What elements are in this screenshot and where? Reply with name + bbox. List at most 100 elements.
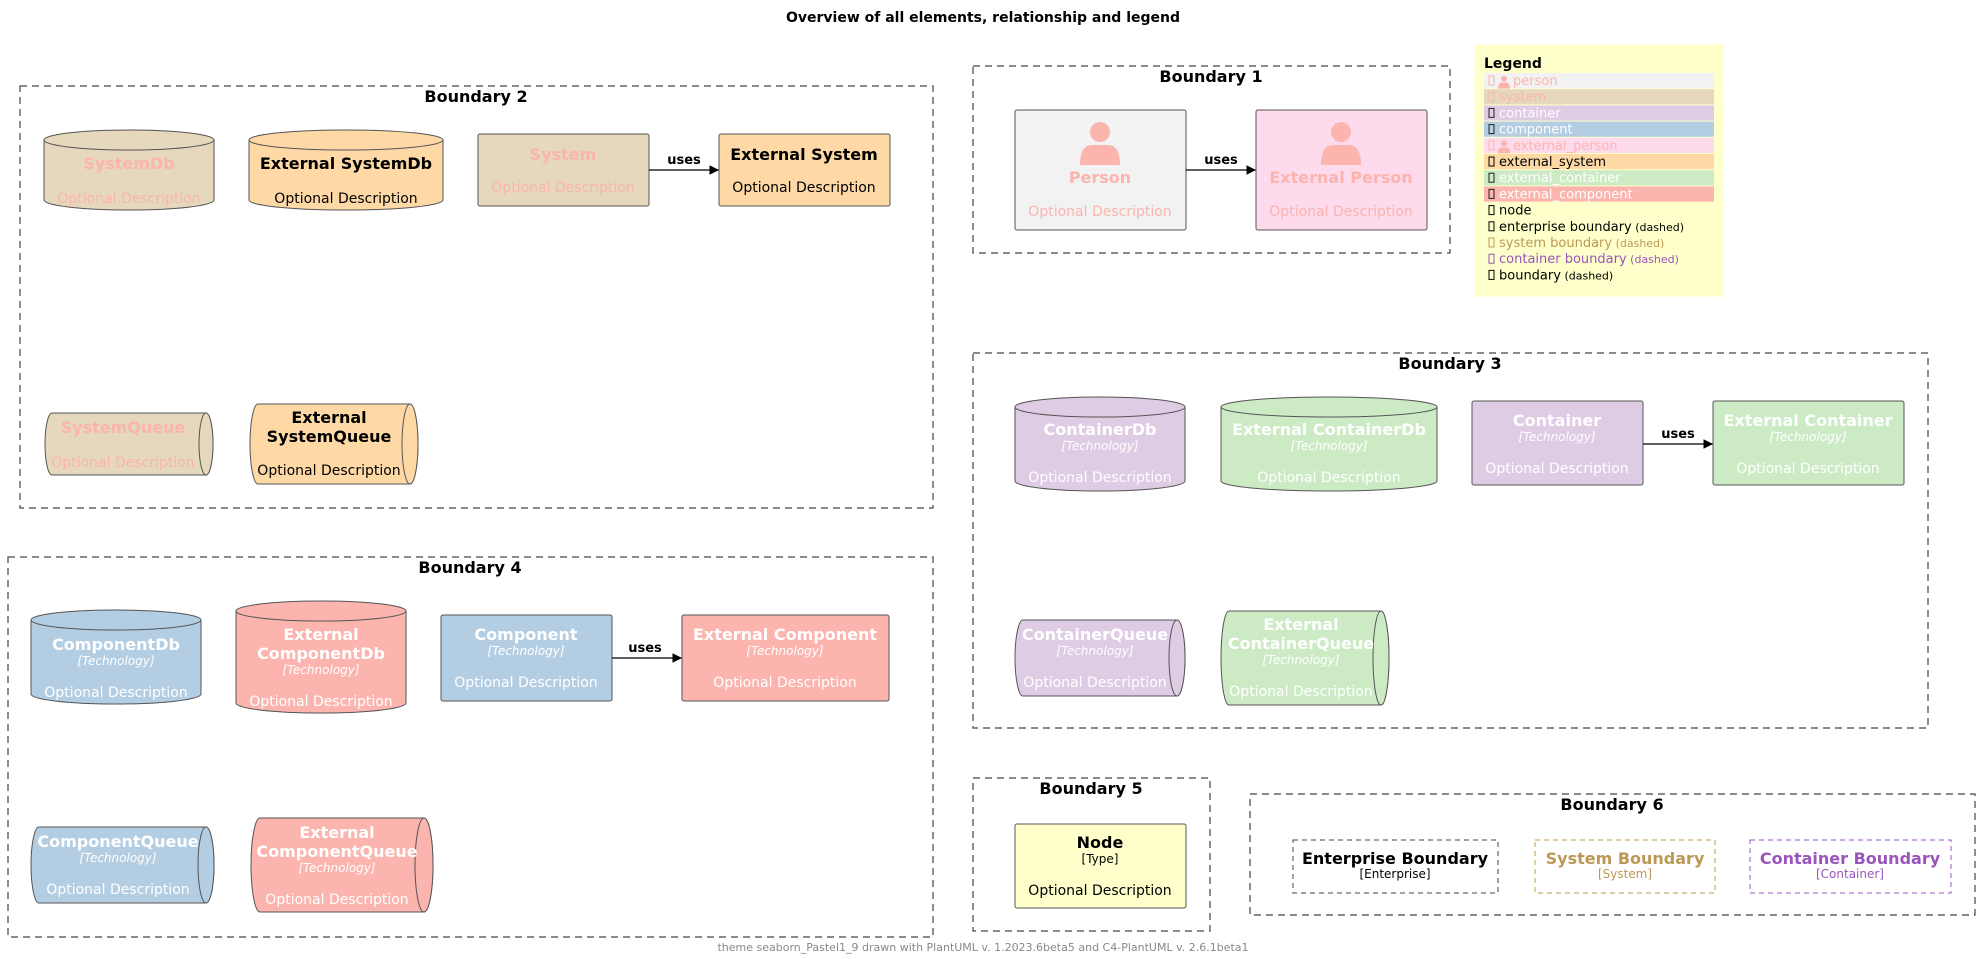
external-container-db-desc: Optional Description <box>1257 470 1400 486</box>
legend-swatch <box>1484 73 1714 89</box>
component-desc: Optional Description <box>454 675 597 691</box>
boundary-5: Boundary 5 Node [Type] Optional Descript… <box>972 777 1211 932</box>
legend-marker <box>1488 91 1495 102</box>
external-component-db-desc: Optional Description <box>249 694 392 710</box>
external-component-queue-title-2: ComponentQueue <box>256 842 417 861</box>
container-queue-title: ContainerQueue <box>1022 625 1168 644</box>
legend-item-label: system boundary (dashed) <box>1499 236 1664 251</box>
footer-credit: theme seaborn_Pastel1_9 drawn with Plant… <box>717 941 1248 954</box>
legend-item-label: person <box>1513 74 1558 89</box>
system-db-title: SystemDb <box>83 154 174 173</box>
external-component-db-title-1: External <box>283 625 358 644</box>
person-desc: Optional Description <box>1028 204 1171 220</box>
container-db-tech: [Technology] <box>1061 439 1138 453</box>
legend-items: personsystemcontainercomponentexternal_p… <box>1484 73 1714 283</box>
system-db-desc: Optional Description <box>57 191 200 207</box>
external-container-tech: [Technology] <box>1769 430 1846 444</box>
container-uses-label: uses <box>1661 427 1695 442</box>
external-system-desc: Optional Description <box>732 180 875 196</box>
external-container-queue-tech: [Technology] <box>1262 653 1339 667</box>
external-person-box: External Person Optional Description <box>1255 109 1428 231</box>
component-queue-tech: [Technology] <box>79 851 156 865</box>
legend-item: external_component <box>1484 186 1714 202</box>
container-queue-desc: Optional Description <box>1023 675 1166 691</box>
legend-item-suffix: (dashed) <box>1627 253 1679 266</box>
legend-marker <box>1488 221 1495 232</box>
container-queue-tech: [Technology] <box>1056 644 1133 658</box>
node-title: Node <box>1077 833 1124 852</box>
boundary-3: Boundary 3 ContainerDb [Technology] Opti… <box>972 352 1929 729</box>
person-icon <box>1498 140 1510 154</box>
component-db-title: ComponentDb <box>52 635 180 654</box>
node-desc: Optional Description <box>1028 883 1171 899</box>
external-component-title: External Component <box>693 625 877 644</box>
legend-marker <box>1488 140 1495 151</box>
external-component-db: External ComponentDb [Technology] Option… <box>235 600 407 714</box>
component-db-tech: [Technology] <box>77 654 154 668</box>
external-component-tech: [Technology] <box>746 644 823 658</box>
enterprise-boundary-tag: [Enterprise] <box>1359 867 1430 881</box>
external-component-queue-tech: [Technology] <box>298 861 375 875</box>
legend-item-label: system <box>1499 90 1546 105</box>
node-type: [Type] <box>1082 852 1119 866</box>
external-component-db-title-2: ComponentDb <box>257 644 385 663</box>
boundary-2: Boundary 2 SystemDb Optional Description… <box>19 85 934 509</box>
external-container-queue-title-1: External <box>1263 615 1338 634</box>
container-title: Container <box>1513 411 1601 430</box>
legend-item-label: component <box>1499 123 1573 138</box>
component-queue-desc: Optional Description <box>46 882 189 898</box>
legend-item-label: enterprise boundary (dashed) <box>1499 220 1684 235</box>
external-container-db-tech: [Technology] <box>1290 439 1367 453</box>
component-queue: ComponentQueue [Technology] Optional Des… <box>30 826 215 904</box>
container-db: ContainerDb [Technology] Optional Descri… <box>1014 396 1186 492</box>
diagram-title: Overview of all elements, relationship a… <box>786 10 1180 26</box>
component-queue-title: ComponentQueue <box>37 832 198 851</box>
external-container-queue: External ContainerQueue [Technology] Opt… <box>1220 610 1390 706</box>
legend-item: container boundary (dashed) <box>1488 252 1679 267</box>
legend-marker <box>1488 172 1495 183</box>
external-container-desc: Optional Description <box>1736 461 1879 477</box>
external-component-queue: External ComponentQueue [Technology] Opt… <box>250 817 434 913</box>
enterprise-boundary: Enterprise Boundary [Enterprise] <box>1292 839 1499 894</box>
external-system-queue: External SystemQueue Optional Descriptio… <box>249 403 419 485</box>
legend-marker <box>1488 205 1495 216</box>
external-system-queue-desc: Optional Description <box>257 463 400 479</box>
external-system-queue-title-2: SystemQueue <box>267 427 392 446</box>
boundary-2-label: Boundary 2 <box>424 87 527 106</box>
legend-swatch <box>1484 170 1714 186</box>
legend-item: system <box>1484 89 1714 105</box>
container-desc: Optional Description <box>1485 461 1628 477</box>
container-tech: [Technology] <box>1518 430 1595 444</box>
legend-item: boundary (dashed) <box>1488 268 1613 283</box>
legend-swatch <box>1484 137 1714 153</box>
person-icon <box>1498 75 1510 89</box>
boundary-4: Boundary 4 ComponentDb [Technology] Opti… <box>7 556 934 938</box>
external-person-desc: Optional Description <box>1269 204 1412 220</box>
system-title: System <box>530 145 597 164</box>
legend-item: person <box>1484 73 1714 89</box>
legend-item-suffix: (dashed) <box>1561 269 1613 282</box>
boundary-4-label: Boundary 4 <box>418 558 521 577</box>
boundary-1-label: Boundary 1 <box>1159 67 1262 86</box>
external-system-db-title: External SystemDb <box>260 154 432 173</box>
component-db-desc: Optional Description <box>44 685 187 701</box>
container-boundary-tag: [Container] <box>1816 867 1884 881</box>
external-system-box: External System Optional Description <box>718 133 891 207</box>
external-system-title: External System <box>730 145 878 164</box>
container-box: Container [Technology] Optional Descript… <box>1471 400 1644 486</box>
external-container-db-title: External ContainerDb <box>1232 420 1426 439</box>
legend-item: component <box>1484 121 1714 138</box>
external-system-db: External SystemDb Optional Description <box>248 129 444 211</box>
legend-item-label: container boundary (dashed) <box>1499 252 1679 267</box>
legend-item-label: external_system <box>1499 155 1606 170</box>
boundary-5-label: Boundary 5 <box>1039 779 1142 798</box>
external-component-queue-title-1: External <box>299 823 374 842</box>
boundary-6: Boundary 6 Enterprise Boundary [Enterpri… <box>1249 793 1976 916</box>
legend-item-label: boundary (dashed) <box>1499 268 1613 283</box>
legend-marker <box>1488 75 1495 86</box>
external-container-box: External Container [Technology] Optional… <box>1712 400 1905 486</box>
legend-marker <box>1488 237 1495 248</box>
legend-item-label: node <box>1499 204 1531 219</box>
legend-swatch <box>1484 105 1714 121</box>
external-component-desc: Optional Description <box>713 675 856 691</box>
